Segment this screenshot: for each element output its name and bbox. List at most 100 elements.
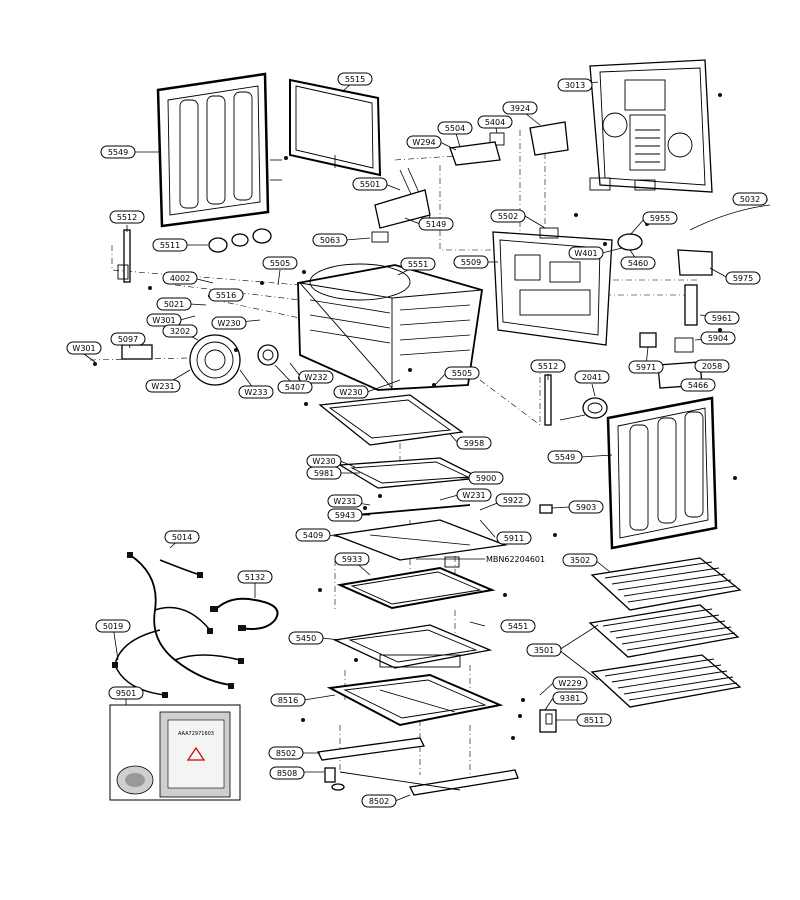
callout-text: W232 <box>304 373 327 382</box>
callout-text: W233 <box>244 388 267 397</box>
callout-text: 5450 <box>296 634 316 643</box>
callout-8508: 8508 <box>269 766 305 780</box>
callout-text: 3013 <box>565 81 585 90</box>
part-number-label: MBN62204601 <box>486 555 545 564</box>
callout-text: 5132 <box>245 573 265 582</box>
callout-text: 5549 <box>555 453 575 462</box>
callout-text: 2041 <box>582 373 602 382</box>
callout-text: 5961 <box>712 314 732 323</box>
element-frame <box>337 457 483 489</box>
callout-text: 5509 <box>461 258 481 267</box>
callout-5407: 5407 <box>277 380 313 394</box>
callout-3501: 3501 <box>526 643 562 657</box>
callout-text: 9381 <box>560 694 580 703</box>
callout-text: W230 <box>217 319 240 328</box>
callout-text: 5904 <box>708 334 728 343</box>
callout-5922: 5922 <box>495 493 531 507</box>
callout-text: W230 <box>312 457 335 466</box>
callout-text: 5975 <box>733 274 753 283</box>
callout-text: 5911 <box>504 534 524 543</box>
callout-text: 3924 <box>510 104 530 113</box>
callout-text: 5032 <box>740 195 760 204</box>
callout-5501: 5501 <box>352 177 388 191</box>
callout-5505: 5505 <box>262 256 298 270</box>
callout-5981: 5981 <box>306 466 342 480</box>
callout-5512: 5512 <box>109 210 145 224</box>
callout-8511: 8511 <box>576 713 612 727</box>
callout-text: 5014 <box>172 533 192 542</box>
callout-w401: W401 <box>568 246 604 260</box>
callout-text: 5407 <box>285 383 305 392</box>
callout-text: 5511 <box>160 241 180 250</box>
callout-text: 5451 <box>508 622 528 631</box>
screws <box>93 93 737 740</box>
callout-5502: 5502 <box>490 209 526 223</box>
drip-tray <box>336 566 496 610</box>
base-frame <box>326 673 504 727</box>
base-panel <box>332 624 493 669</box>
callout-text: 4002 <box>170 274 190 283</box>
burner-plate <box>332 519 508 568</box>
manual-kit <box>109 704 241 801</box>
convection-fan <box>121 334 279 386</box>
callout-text: 2058 <box>702 362 722 371</box>
callout-text: 5505 <box>270 259 290 268</box>
callout-w294: W294 <box>406 135 442 149</box>
callout-text: W301 <box>72 344 95 353</box>
callout-5961: 5961 <box>704 311 740 325</box>
callout-w230: W230 <box>333 385 369 399</box>
callout-w229: W229 <box>552 676 588 690</box>
callout-text: 5505 <box>452 369 472 378</box>
left-rod <box>117 229 131 283</box>
callout-text: 5981 <box>314 469 334 478</box>
callout-5149: 5149 <box>418 217 454 231</box>
callout-5509: 5509 <box>453 255 489 269</box>
callout-text: 5933 <box>342 555 362 564</box>
wire-harness <box>112 552 244 698</box>
callout-5549: 5549 <box>100 145 136 159</box>
callout-5063: 5063 <box>312 233 348 247</box>
callout-5903: 5903 <box>568 500 604 514</box>
callout-text: 5900 <box>476 474 496 483</box>
callout-text: W231 <box>333 497 356 506</box>
callout-text: 8502 <box>276 749 296 758</box>
callout-text: 8508 <box>277 769 297 778</box>
callout-w301: W301 <box>146 313 182 327</box>
callout-5097: 5097 <box>110 332 146 346</box>
callout-text: 5955 <box>650 214 670 223</box>
support-bar <box>354 504 553 516</box>
callout-text: 5516 <box>216 291 236 300</box>
bracket-parts <box>371 121 569 243</box>
callout-text: W301 <box>152 316 175 325</box>
callout-w230: W230 <box>211 316 247 330</box>
callout-8516: 8516 <box>270 693 306 707</box>
callout-text: 3202 <box>170 327 190 336</box>
rear-back-panel <box>589 59 713 193</box>
callout-text: 5466 <box>688 381 708 390</box>
oven-cavity <box>297 263 484 391</box>
callout-5971: 5971 <box>628 360 664 374</box>
callout-w230: W230 <box>306 454 342 468</box>
callout-text: 5501 <box>360 180 380 189</box>
callout-text: 5971 <box>636 363 656 372</box>
callout-5466: 5466 <box>680 378 716 392</box>
callout-5933: 5933 <box>334 552 370 566</box>
side-panel-right <box>606 396 718 550</box>
callout-3924: 3924 <box>502 101 538 115</box>
callout-5900: 5900 <box>468 471 504 485</box>
callout-5460: 5460 <box>620 256 656 270</box>
callout-9501: 9501 <box>108 686 144 700</box>
callout-text: 8502 <box>369 797 389 806</box>
callout-text: 8511 <box>584 716 604 725</box>
callout-text: 9501 <box>116 689 136 698</box>
callout-text: 8516 <box>278 696 298 705</box>
callout-5551: 5551 <box>400 257 436 271</box>
callout-text: 5958 <box>464 439 484 448</box>
power-cord <box>210 597 279 631</box>
callout-text: 5409 <box>303 531 323 540</box>
callout-5911: 5911 <box>496 531 532 545</box>
callout-w231: W231 <box>327 494 363 508</box>
callout-text: 5097 <box>118 335 138 344</box>
callout-text: 5019 <box>103 622 123 631</box>
callout-text: 5460 <box>628 259 648 268</box>
